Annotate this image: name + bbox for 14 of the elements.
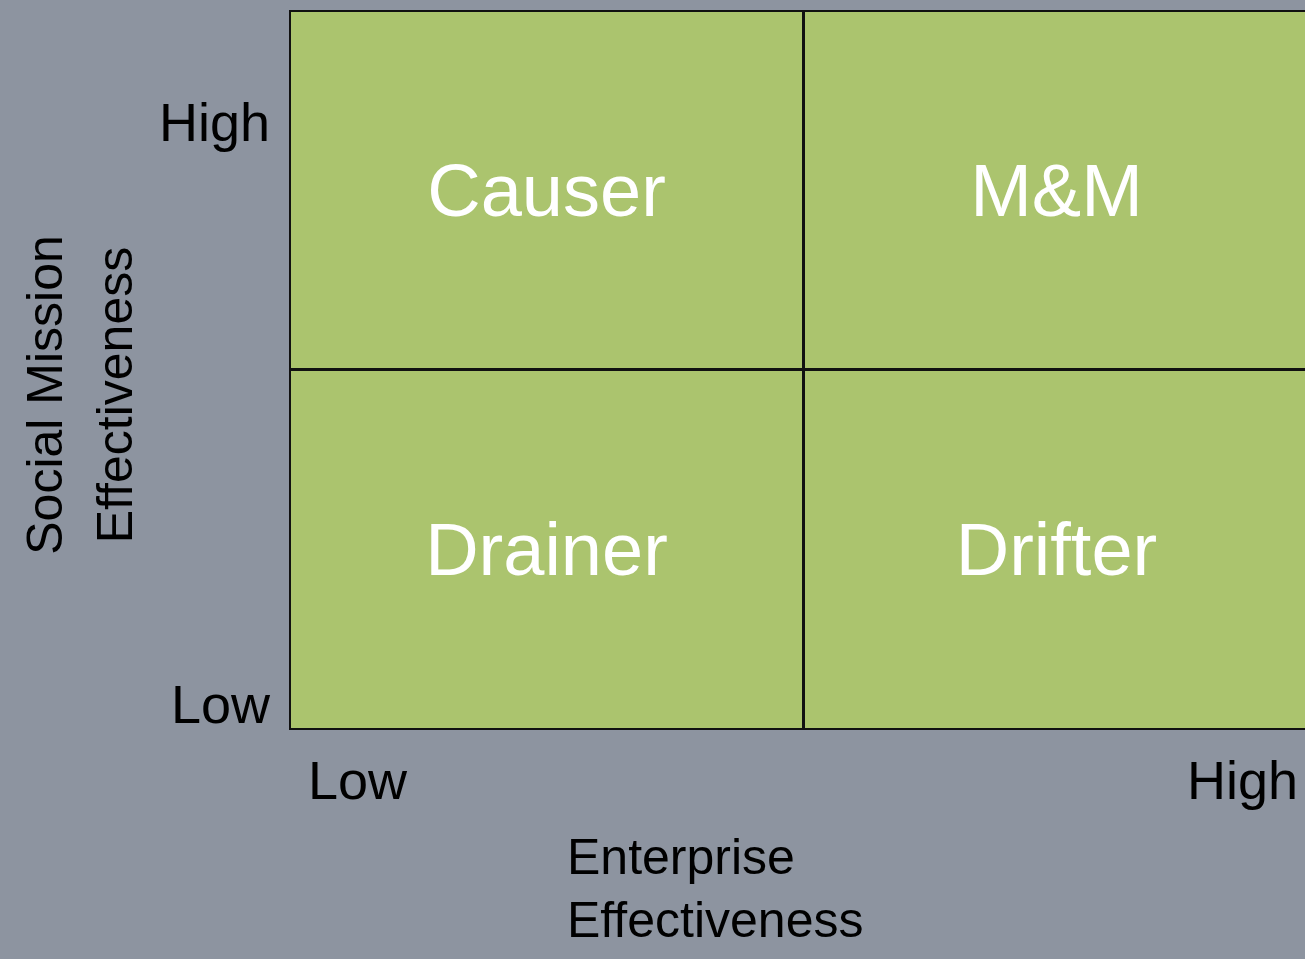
axis-tick-label: Low <box>308 749 409 812</box>
quadrant-label: Drifter <box>955 507 1158 592</box>
quadrant-box <box>803 369 1305 730</box>
axis-tick-label: Low <box>169 673 270 736</box>
quadrant-label: M&M <box>970 147 1143 233</box>
quadrant-box <box>803 10 1305 370</box>
axis-title: Social Mission Effectiveness <box>16 234 144 557</box>
axis-title: Enterprise Effectiveness <box>567 828 865 950</box>
quadrant-label: Drainer <box>425 507 668 592</box>
axis-tick-label: High <box>157 91 270 154</box>
axis-tick-label: High <box>1185 749 1298 812</box>
quadrant-label: Causer <box>427 147 666 233</box>
quadrant-box <box>289 10 804 370</box>
quadrant-box <box>289 369 804 730</box>
